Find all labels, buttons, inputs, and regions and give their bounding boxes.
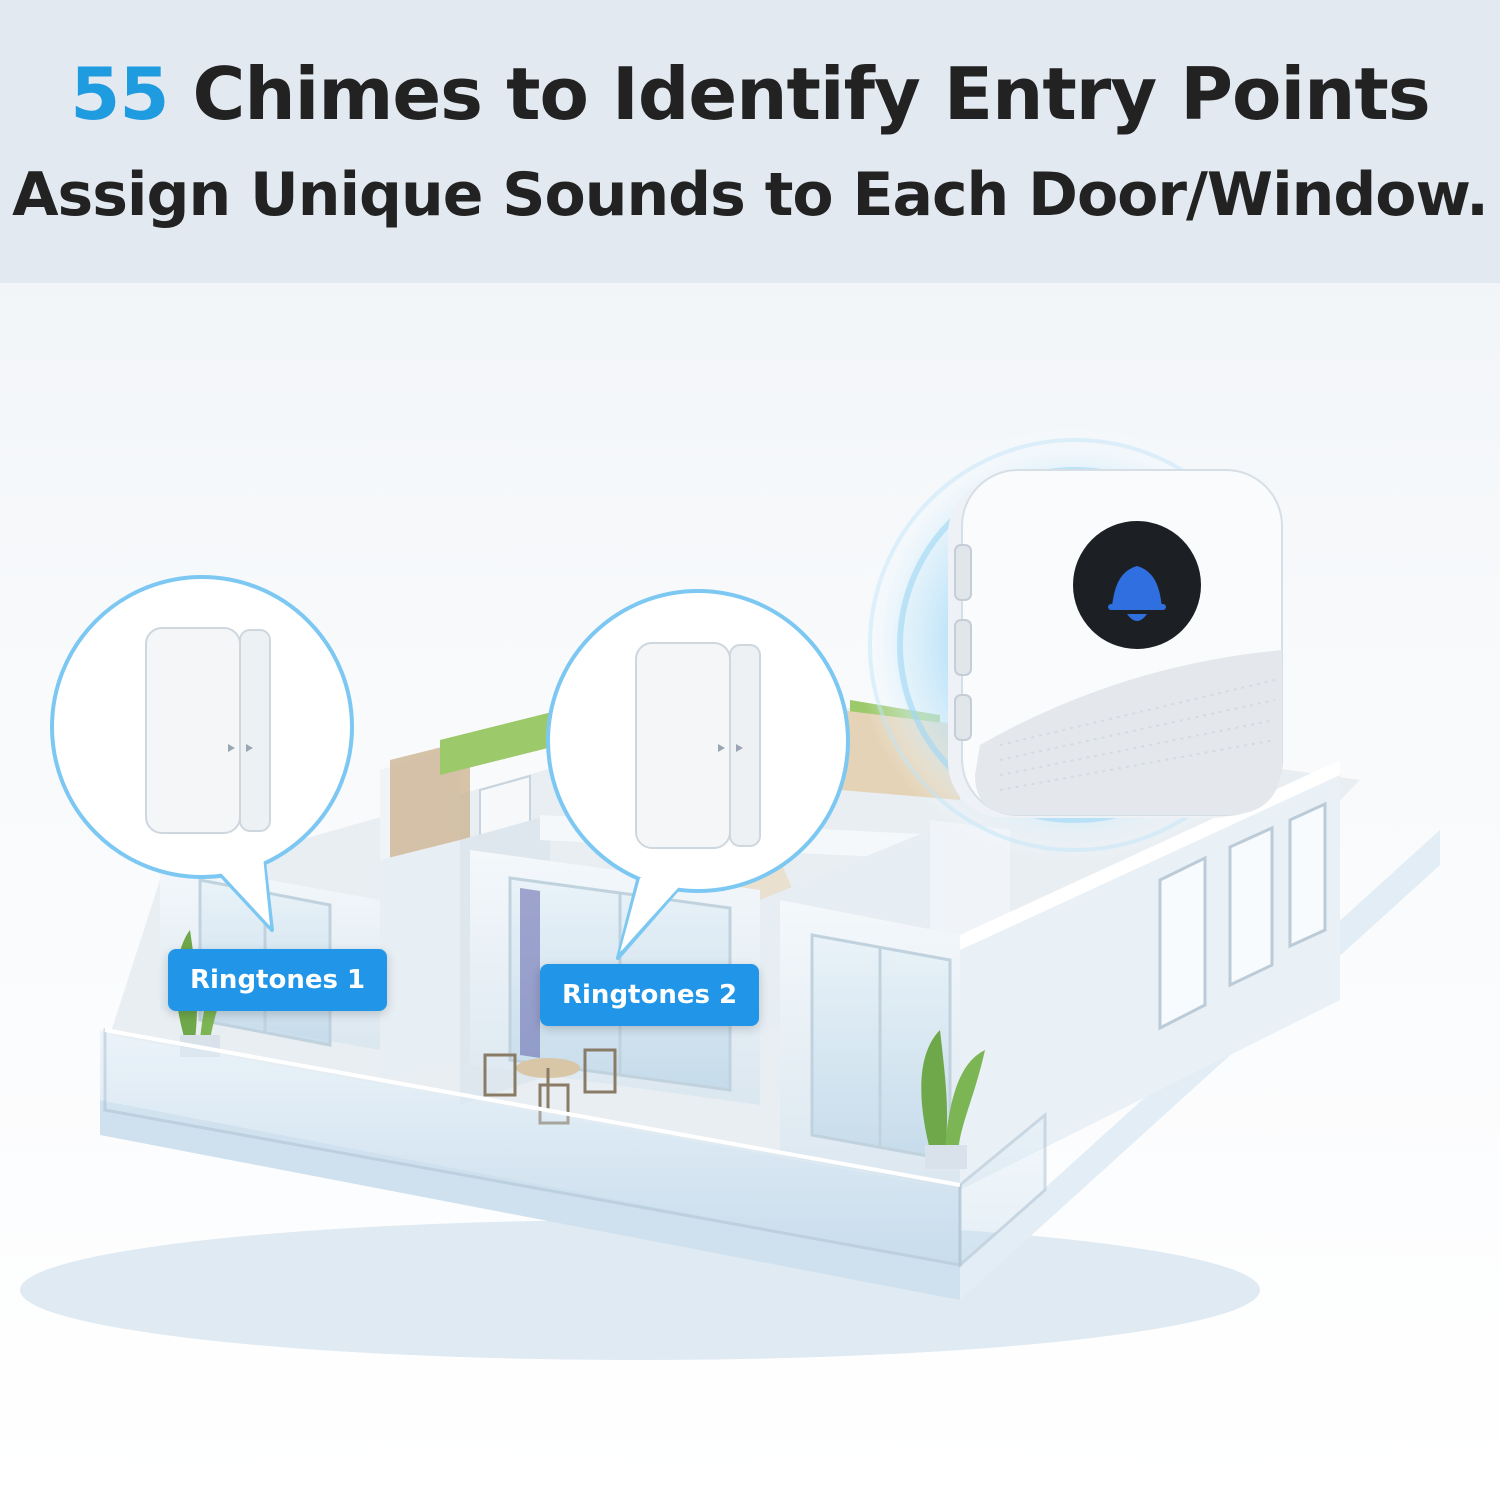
bell-icon	[1108, 566, 1166, 621]
volume-button	[954, 544, 972, 601]
mode-button	[954, 694, 972, 741]
ground-shadow	[20, 1220, 1260, 1360]
house-scene	[20, 425, 1440, 1360]
ringtone-button	[954, 619, 972, 676]
headline: 55 Chimes to Identify Entry Points	[0, 52, 1500, 136]
plant-right	[921, 1030, 985, 1169]
speaker-grille	[999, 679, 1276, 791]
balcony-railing	[103, 1028, 1047, 1269]
sensor-callout-2	[546, 589, 850, 960]
receiver-unit	[948, 469, 1283, 818]
ringtone-label-2: Ringtones 2	[540, 964, 760, 1026]
door-sensor-2	[635, 642, 761, 849]
header-banner	[0, 0, 1500, 283]
ringtone-label-1: Ringtones 1	[168, 949, 388, 1011]
chime-count: 55	[70, 52, 169, 136]
headline-text: Chimes to Identify Entry Points	[168, 52, 1431, 136]
patio-furniture	[483, 1048, 617, 1125]
door-sensor-1	[145, 627, 271, 834]
sensor-callout-1	[50, 575, 354, 932]
right-front-wall	[780, 900, 960, 1190]
subheadline: Assign Unique Sounds to Each Door/Window…	[12, 160, 1489, 230]
